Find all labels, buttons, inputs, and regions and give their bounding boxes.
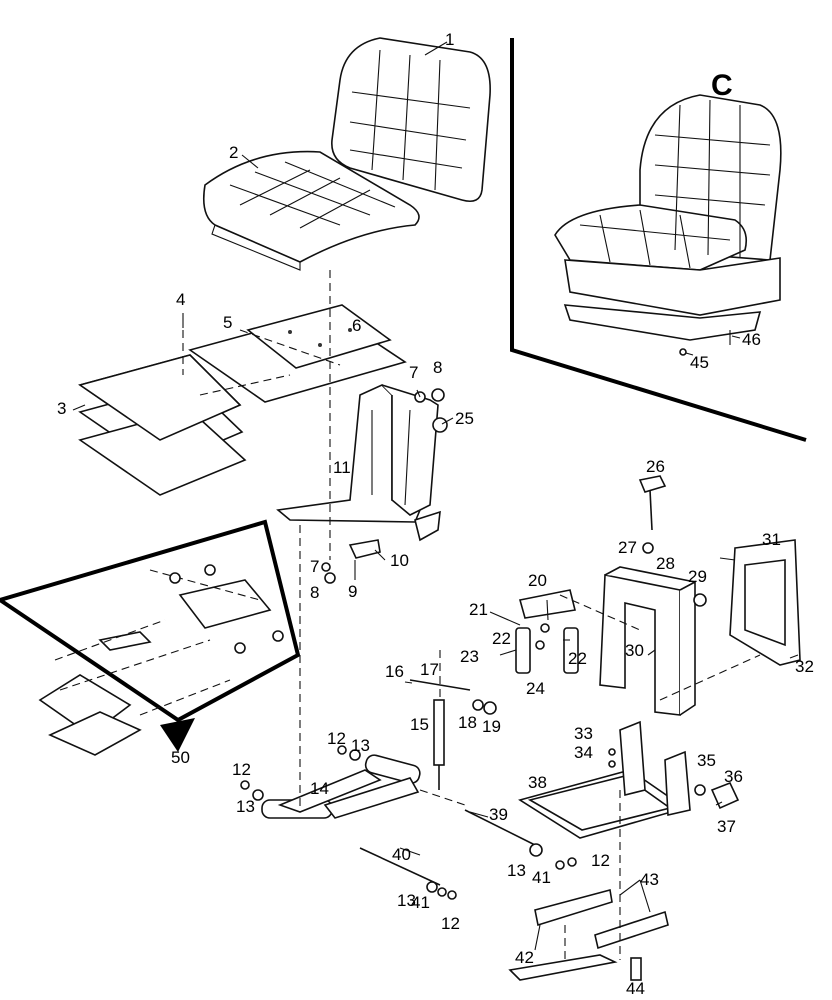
callout: 3 (57, 399, 66, 418)
callout: 8 (433, 358, 442, 377)
callout: 39 (489, 805, 508, 824)
callout: 11 (333, 458, 351, 477)
callout: 17 (420, 660, 439, 679)
upright-frame (599, 566, 696, 716)
callout: 24 (526, 679, 545, 698)
assembly-guide-lines (182, 270, 761, 960)
callout: 26 (646, 457, 665, 476)
callout: 12 (591, 851, 610, 870)
callout: 13 (236, 797, 255, 816)
callout: 13 (507, 861, 526, 880)
callout: 46 (742, 330, 761, 349)
seat-pan-plates (188, 304, 407, 403)
handle-knob (638, 475, 667, 554)
callout: 36 (724, 767, 743, 786)
callout: 28 (656, 554, 675, 573)
callout: 20 (528, 571, 547, 590)
callout: 13 (351, 736, 370, 755)
rear-plate (729, 539, 801, 666)
seat-cushion (202, 150, 420, 271)
callout: 43 (640, 870, 659, 889)
callout: 12 (441, 914, 460, 933)
inset-letter: C (711, 69, 733, 102)
gas-strut (409, 679, 497, 790)
callout: 34 (574, 743, 593, 762)
callout: 45 (690, 353, 709, 372)
callout: 41 (411, 893, 430, 912)
callout: 22 (492, 629, 511, 648)
callout: 22 (568, 649, 587, 668)
callout: 7 (409, 363, 418, 382)
callout: 38 (528, 773, 547, 792)
callout: 12 (232, 760, 251, 779)
callout: 16 (385, 662, 404, 681)
inset-50-frame (0, 519, 301, 756)
suspension-springs (515, 589, 707, 674)
callout: 1 (445, 30, 454, 49)
base-plate (518, 720, 740, 839)
cushion-foam-layers (78, 354, 247, 496)
callout: 31 (762, 530, 781, 549)
callout: 5 (223, 313, 232, 332)
callout: 44 (626, 979, 645, 998)
slide-rails (508, 889, 669, 981)
callout: 37 (717, 817, 736, 836)
callout: 42 (515, 948, 534, 967)
callout: 23 (460, 647, 479, 666)
callout: 10 (390, 551, 409, 570)
callout: 7 (310, 557, 319, 576)
callout-labels: 1 2 3 4 5 6 7 8 25 11 7 8 9 10 26 27 28 … (57, 30, 814, 998)
callout: 41 (532, 868, 551, 887)
callout: 8 (310, 583, 319, 602)
callout: 35 (697, 751, 716, 770)
callout: 12 (327, 729, 346, 748)
callout: 21 (469, 600, 488, 619)
inset-50-pointer (160, 718, 195, 752)
callout: 32 (795, 657, 814, 676)
callout: 50 (171, 748, 190, 767)
callout: 4 (176, 290, 185, 309)
callout: 40 (392, 845, 411, 864)
inset-c-frame (510, 38, 807, 442)
callout: 25 (455, 409, 474, 428)
callout: 2 (229, 143, 238, 162)
callout: 13 (397, 891, 416, 910)
callout: 9 (348, 582, 357, 601)
rods (359, 809, 577, 900)
callout: 18 (458, 713, 477, 732)
seat-mount-bracket (276, 384, 439, 523)
callout: 14 (310, 779, 329, 798)
callout: 29 (688, 567, 707, 586)
callout: 27 (618, 538, 637, 557)
callout: 19 (482, 717, 501, 736)
scissor-linkage (240, 745, 421, 819)
callout: 33 (574, 724, 593, 743)
callout: 6 (352, 316, 361, 335)
leader-lines (72, 41, 799, 951)
seat-back-cushion (331, 37, 491, 203)
hardware-items (182, 313, 448, 584)
callout: 30 (625, 641, 644, 660)
callout: 15 (410, 715, 429, 734)
